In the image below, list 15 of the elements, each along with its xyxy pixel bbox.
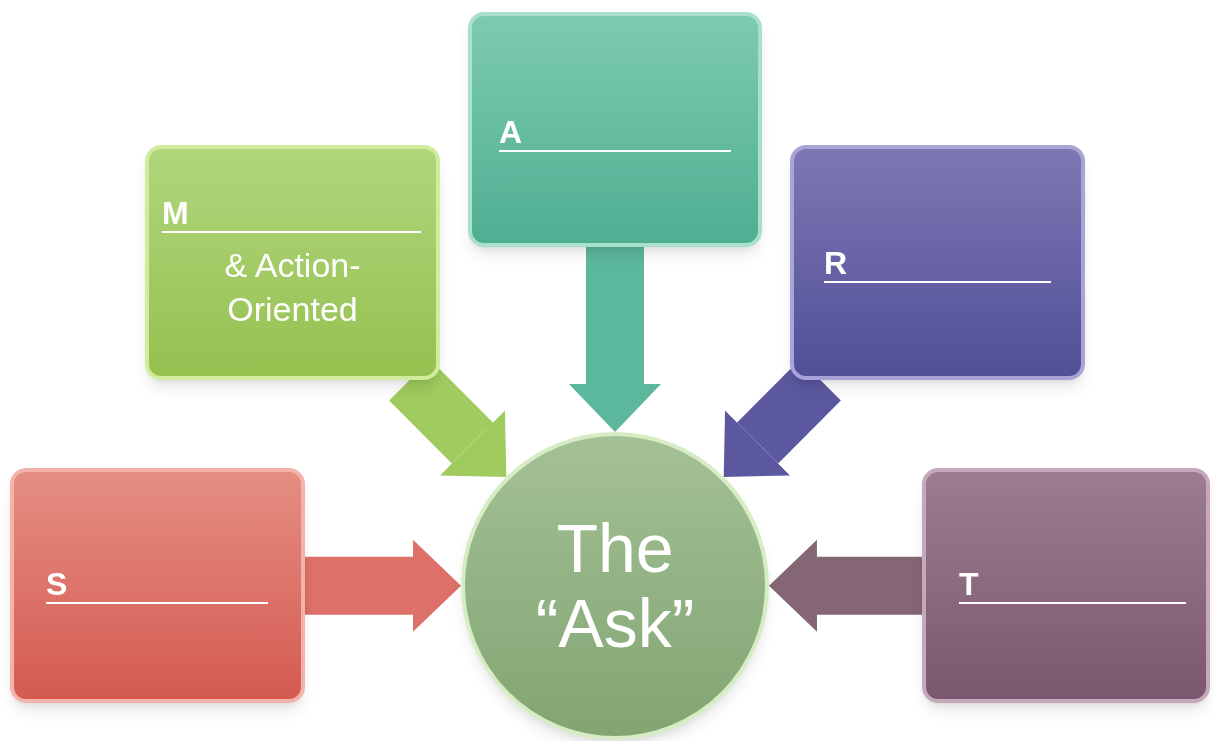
block-arrow (305, 539, 461, 632)
letter-heading: R (824, 247, 848, 279)
letter-heading: S (46, 568, 68, 600)
letter-heading: A (499, 116, 523, 148)
rounded-box (145, 145, 440, 380)
block-arrow (569, 247, 661, 432)
rounded-box (790, 145, 1085, 380)
box-text: & Action-Oriented (223, 245, 362, 331)
rounded-box (468, 12, 762, 247)
block-arrow (769, 539, 922, 632)
letter-heading: T (959, 568, 979, 600)
letter-heading: M (162, 197, 189, 229)
rounded-box (922, 468, 1210, 703)
rounded-box (10, 468, 305, 703)
circle-title: The “Ask” (534, 511, 696, 661)
